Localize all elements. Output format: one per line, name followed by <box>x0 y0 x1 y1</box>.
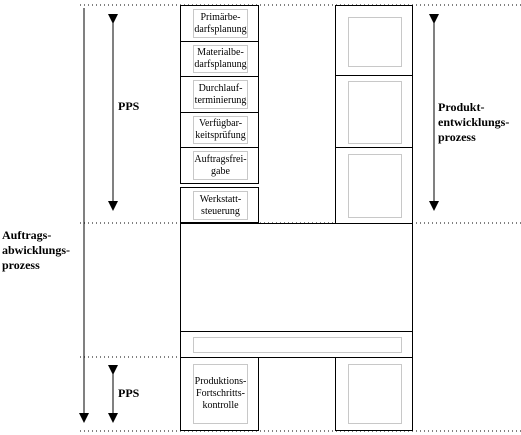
right-box-2 <box>335 75 413 148</box>
label-produktentwicklungsprozess: Produkt- entwicklungs- prozess <box>438 100 510 144</box>
step-label-materialbedarfsplanung: Materialbe- darfsplanung <box>194 47 247 70</box>
step-box-6: Werkstatt- steuerung <box>180 187 259 223</box>
step-label-fortschrittskontrolle: Produktions- Fortschritts- kontrolle <box>194 376 247 411</box>
step-box-1: Primärbe- darfsplanung <box>180 5 259 42</box>
label-pps-bottom: PPS <box>118 386 140 400</box>
step-label-verfuegbarkeitspruefung: Verfügbar- keitsprüfung <box>195 118 246 141</box>
horizontal-bar <box>180 331 413 358</box>
right-box-bottom <box>335 357 413 431</box>
central-box <box>180 223 413 332</box>
step-box-3: Durchlauf- terminierung <box>180 76 259 113</box>
step-box-2: Materialbe- darfsplanung <box>180 41 259 77</box>
dotted-lines <box>80 4 521 432</box>
step-box-4: Verfügbar- keitsprüfung <box>180 112 259 148</box>
control-box: Produktions- Fortschritts- kontrolle <box>180 357 259 431</box>
label-auftragsabwicklungsprozess: Auftrags- abwicklungs- prozess <box>2 228 71 272</box>
step-box-5: Auftragsfrei- gabe <box>180 147 259 184</box>
step-label-auftragsfreigabe: Auftragsfrei- gabe <box>194 153 247 177</box>
right-box-3 <box>335 147 413 224</box>
step-label-werkstattsteuerung: Werkstatt- steuerung <box>199 193 242 217</box>
step-label-primaerbedarfsplanung: Primärbe- darfsplanung <box>194 11 247 35</box>
label-pps-top: PPS <box>118 99 140 113</box>
step-label-durchlaufterminierung: Durchlauf- terminierung <box>194 82 247 106</box>
right-box-1 <box>335 5 413 76</box>
